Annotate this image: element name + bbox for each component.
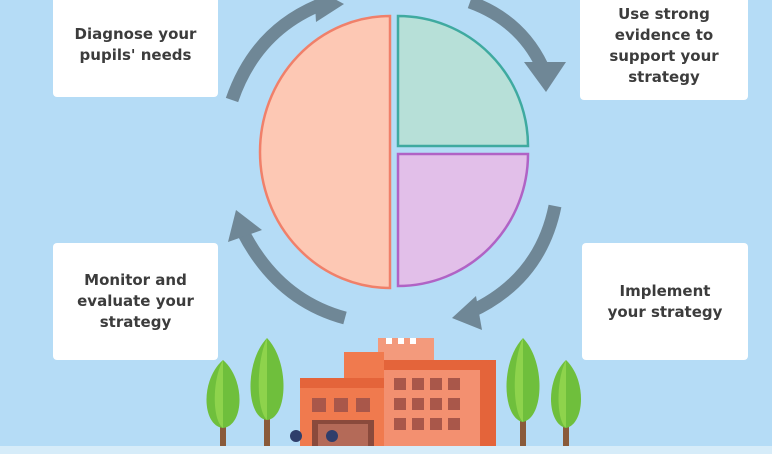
ground — [0, 446, 772, 454]
arrowhead-top-left — [314, 0, 344, 22]
cycle-arrow-top-left — [225, 0, 325, 103]
pie-quarter-top — [396, 14, 530, 148]
cycle-arrow-bottom-left — [237, 228, 347, 325]
tree-icon — [506, 338, 540, 454]
tree-icon — [206, 360, 240, 454]
cycle-arrow-bottom-right — [467, 204, 562, 318]
cycle-arrow-top-right — [467, 0, 548, 69]
step-label-diagnose: Diagnose your pupils' needs — [74, 24, 197, 64]
step-label-monitor: Monitor and evaluate your strategy — [77, 271, 194, 331]
step-card-implement: Implement your strategy — [582, 243, 748, 360]
arrowhead-bottom-right — [452, 296, 482, 330]
pie-quarter-bottom — [396, 152, 530, 288]
step-card-monitor: Monitor and evaluate your strategy — [53, 243, 218, 360]
step-card-diagnose: Diagnose your pupils' needs — [53, 0, 218, 97]
arrowhead-bottom-left — [228, 210, 262, 242]
tree-icon — [550, 360, 582, 454]
step-label-evidence: Use strong evidence to support your stra… — [609, 5, 719, 86]
arrowhead-top-right — [524, 62, 566, 92]
pie-icon — [258, 14, 530, 290]
step-card-evidence: Use strong evidence to support your stra… — [580, 0, 748, 100]
tree-icon — [250, 338, 284, 454]
step-label-implement: Implement your strategy — [607, 281, 723, 321]
pie-half-segment — [258, 14, 392, 290]
